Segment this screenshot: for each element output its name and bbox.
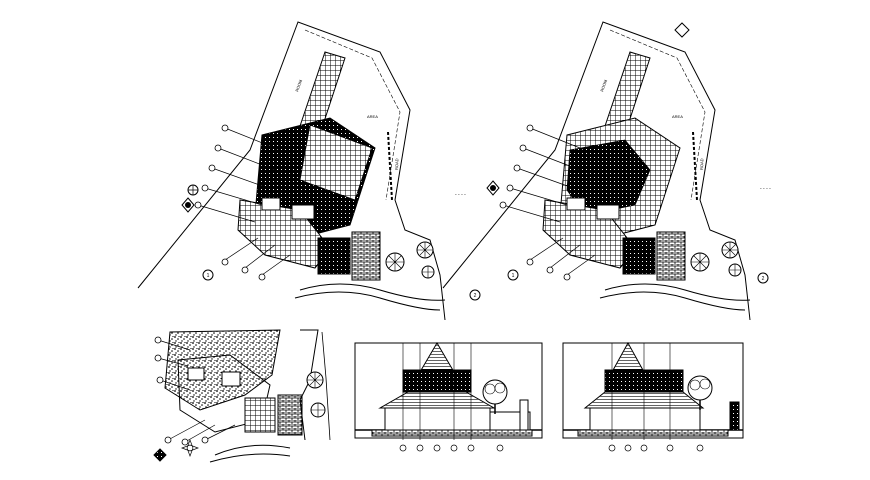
svg-text:1: 1 (207, 273, 210, 279)
inner-room (261, 197, 281, 211)
stipple-area (164, 329, 281, 411)
tree-elevation-icon (687, 375, 713, 410)
area-label: AREA (672, 114, 683, 119)
spire-roof (419, 342, 455, 373)
upper-roof (402, 369, 472, 393)
dash-note: - - - - (760, 186, 771, 192)
driveway-edge (294, 291, 441, 311)
tree-icon (385, 252, 405, 272)
elevation-left (354, 342, 543, 452)
tree-icon (728, 263, 742, 277)
base-hatch (577, 429, 729, 437)
marker-2: 2 (469, 289, 481, 301)
dash-note: - - - - (455, 192, 466, 198)
tree-icon (721, 241, 739, 259)
marker-1: 1 (507, 269, 519, 281)
site-plan-left: ROOM AREA ROAD 1 2 - - - - (137, 21, 481, 321)
brick-block (351, 231, 381, 281)
north-arrow-icon (486, 180, 500, 196)
boundary-offset (304, 29, 401, 201)
elevation-right (562, 341, 744, 452)
tree-icon (690, 252, 710, 272)
marker-1: 1 (202, 269, 214, 281)
svg-text:1: 1 (512, 273, 515, 279)
north-arrow-icon (181, 439, 199, 457)
wall (589, 407, 701, 431)
boundary-line (321, 331, 331, 441)
driveway-edge (599, 291, 746, 311)
axis-markers (608, 444, 704, 452)
callout-circles (194, 124, 266, 281)
tree-icon (306, 371, 324, 389)
north-arrow-icon (181, 197, 195, 213)
driveway (299, 283, 446, 301)
side-strip (387, 131, 393, 201)
driveway (209, 453, 291, 463)
post (729, 401, 740, 431)
callout-circles (154, 336, 209, 446)
inner-room (291, 204, 315, 220)
marker-2: 2 (757, 272, 769, 284)
leader-lines (157, 339, 236, 443)
inner-room (596, 204, 620, 220)
grid-lines (611, 343, 671, 440)
frame (354, 342, 543, 439)
brick-block (277, 394, 303, 436)
spire-roof (611, 341, 645, 373)
compass-icon (187, 184, 199, 196)
driveway (214, 444, 291, 456)
svg-text:2: 2 (474, 293, 477, 299)
dark-block (244, 397, 276, 433)
property-boundary (137, 21, 446, 321)
site-plan-right: ROOM AREA ROAD 1 2 - - - - (442, 21, 771, 321)
dark-core (566, 139, 651, 216)
inner-room (566, 197, 586, 211)
brick-block (656, 231, 686, 281)
svg-text:2: 2 (762, 276, 765, 282)
driveway (604, 283, 751, 301)
side-strip (692, 131, 698, 201)
road-label: ROAD (394, 158, 399, 170)
dark-block (317, 237, 351, 275)
road-label: ROAD (699, 158, 704, 170)
tree-icon (416, 241, 434, 259)
axis-markers (399, 444, 504, 452)
room-label: ROOM (599, 79, 608, 92)
roof-grid (299, 124, 373, 201)
tree-icon (310, 402, 326, 418)
wall (384, 407, 491, 431)
tree-icon (421, 265, 435, 279)
compass-icon (674, 22, 690, 38)
eave-roof (378, 391, 496, 409)
leader-lines (197, 127, 291, 276)
post (519, 399, 529, 431)
grid-lines (402, 343, 472, 440)
dark-block (622, 237, 656, 275)
leader-lines (502, 127, 596, 276)
property-boundary (442, 21, 751, 321)
callout-circles (499, 124, 571, 281)
tree-elevation-icon (482, 379, 508, 414)
area-label: AREA (367, 114, 378, 119)
base-hatch (371, 429, 533, 437)
frame (562, 342, 744, 439)
room-box (221, 371, 241, 387)
detail-plan (153, 329, 331, 463)
compass-icon (153, 448, 167, 462)
room-box (187, 367, 205, 381)
room-label: ROOM (294, 79, 303, 92)
boundary-offset (609, 29, 706, 201)
